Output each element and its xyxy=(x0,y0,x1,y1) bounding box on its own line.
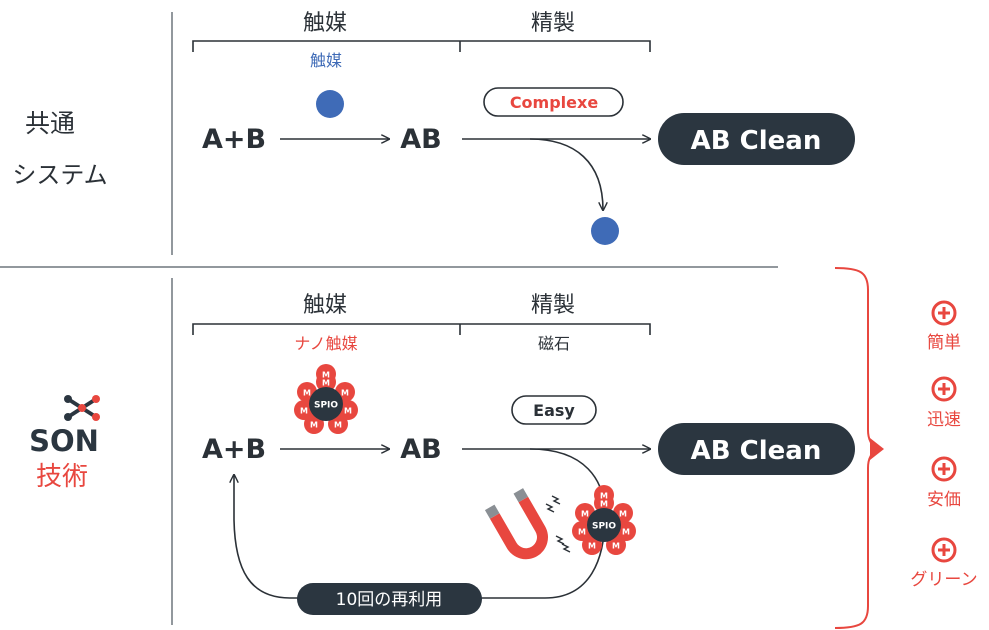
benefit-simple: 簡単 xyxy=(927,300,961,353)
top-header-catalyst: 触媒 xyxy=(303,11,347,36)
bottom-sub-catalyst: ナノ触媒 xyxy=(294,334,357,353)
benefit-label: 迅速 xyxy=(927,410,961,430)
plus-circle-icon xyxy=(931,376,957,402)
svg-text:M: M xyxy=(322,379,330,388)
top-sub-catalyst: 触媒 xyxy=(310,51,342,70)
svg-text:M: M xyxy=(619,510,627,519)
benefit-label: グリーン xyxy=(910,570,977,590)
bottom-header-purify: 精製 xyxy=(531,293,575,318)
svg-text:M: M xyxy=(612,542,620,551)
bottom-product: AB xyxy=(400,434,441,465)
son-logo-text: SON xyxy=(29,424,99,458)
reuse-badge xyxy=(297,583,482,615)
bottom-result-label: AB Clean xyxy=(691,436,822,466)
top-row-label-line1: 共通 xyxy=(25,109,75,138)
benefit-label: 簡単 xyxy=(927,333,961,353)
plus-circle-icon xyxy=(931,300,957,326)
top-row-label-line2: システム xyxy=(12,161,107,189)
bottom-bracket xyxy=(192,323,651,335)
svg-text:M: M xyxy=(600,500,608,509)
benefit-fast: 迅速 xyxy=(927,376,961,430)
svg-text:M: M xyxy=(588,542,596,551)
catalyst-dot xyxy=(316,90,344,118)
svg-text:M: M xyxy=(622,528,630,537)
top-result-pill xyxy=(658,113,855,165)
top-separation-arrow xyxy=(529,138,603,210)
bottom-sub-purify: 磁石 xyxy=(538,334,570,353)
top-result-label: AB Clean xyxy=(691,126,822,156)
svg-text:M: M xyxy=(310,421,318,430)
spio-nanoparticle-recovered: M M M M M M M M SPIO xyxy=(572,485,636,555)
spio-nanoparticle: M M M M M M M M SPIO xyxy=(294,364,358,434)
recycle-loop-path xyxy=(234,448,606,599)
svg-text:M: M xyxy=(334,421,342,430)
svg-text:SPIO: SPIO xyxy=(314,401,338,411)
easy-tag-box xyxy=(511,395,597,425)
brace-pointer xyxy=(870,438,884,460)
svg-text:M: M xyxy=(303,389,311,398)
svg-text:M: M xyxy=(578,528,586,537)
easy-tag: Easy xyxy=(533,401,575,420)
complex-tag: Complexe xyxy=(510,93,599,112)
benefit-green: グリーン xyxy=(910,537,978,590)
bottom-result-pill xyxy=(658,423,855,475)
bottom-reactant: A+B xyxy=(202,434,266,465)
son-tech-label: 技術 xyxy=(36,462,88,492)
svg-text:SPIO: SPIO xyxy=(592,522,616,532)
benefit-label: 安価 xyxy=(927,490,961,510)
plus-circle-icon xyxy=(931,456,957,482)
bottom-header-catalyst: 触媒 xyxy=(303,293,347,318)
magnetic-spark-icon xyxy=(545,495,571,553)
svg-text:M: M xyxy=(600,492,608,501)
top-header-purify: 精製 xyxy=(531,11,575,36)
svg-text:M: M xyxy=(341,389,349,398)
svg-text:M: M xyxy=(344,407,352,416)
svg-text:M: M xyxy=(581,510,589,519)
top-bracket xyxy=(192,40,651,52)
top-product: AB xyxy=(400,124,441,155)
svg-text:M: M xyxy=(322,371,330,380)
svg-text:M: M xyxy=(300,407,308,416)
reuse-label: 10回の再利用 xyxy=(336,590,443,610)
benefit-cheap: 安価 xyxy=(927,456,961,510)
separated-catalyst-dot xyxy=(591,217,619,245)
complex-tag-box xyxy=(483,87,624,117)
plus-circle-icon xyxy=(931,537,957,563)
magnet-icon xyxy=(484,488,548,560)
top-reactant: A+B xyxy=(202,124,266,155)
molecule-x-icon xyxy=(64,395,100,421)
